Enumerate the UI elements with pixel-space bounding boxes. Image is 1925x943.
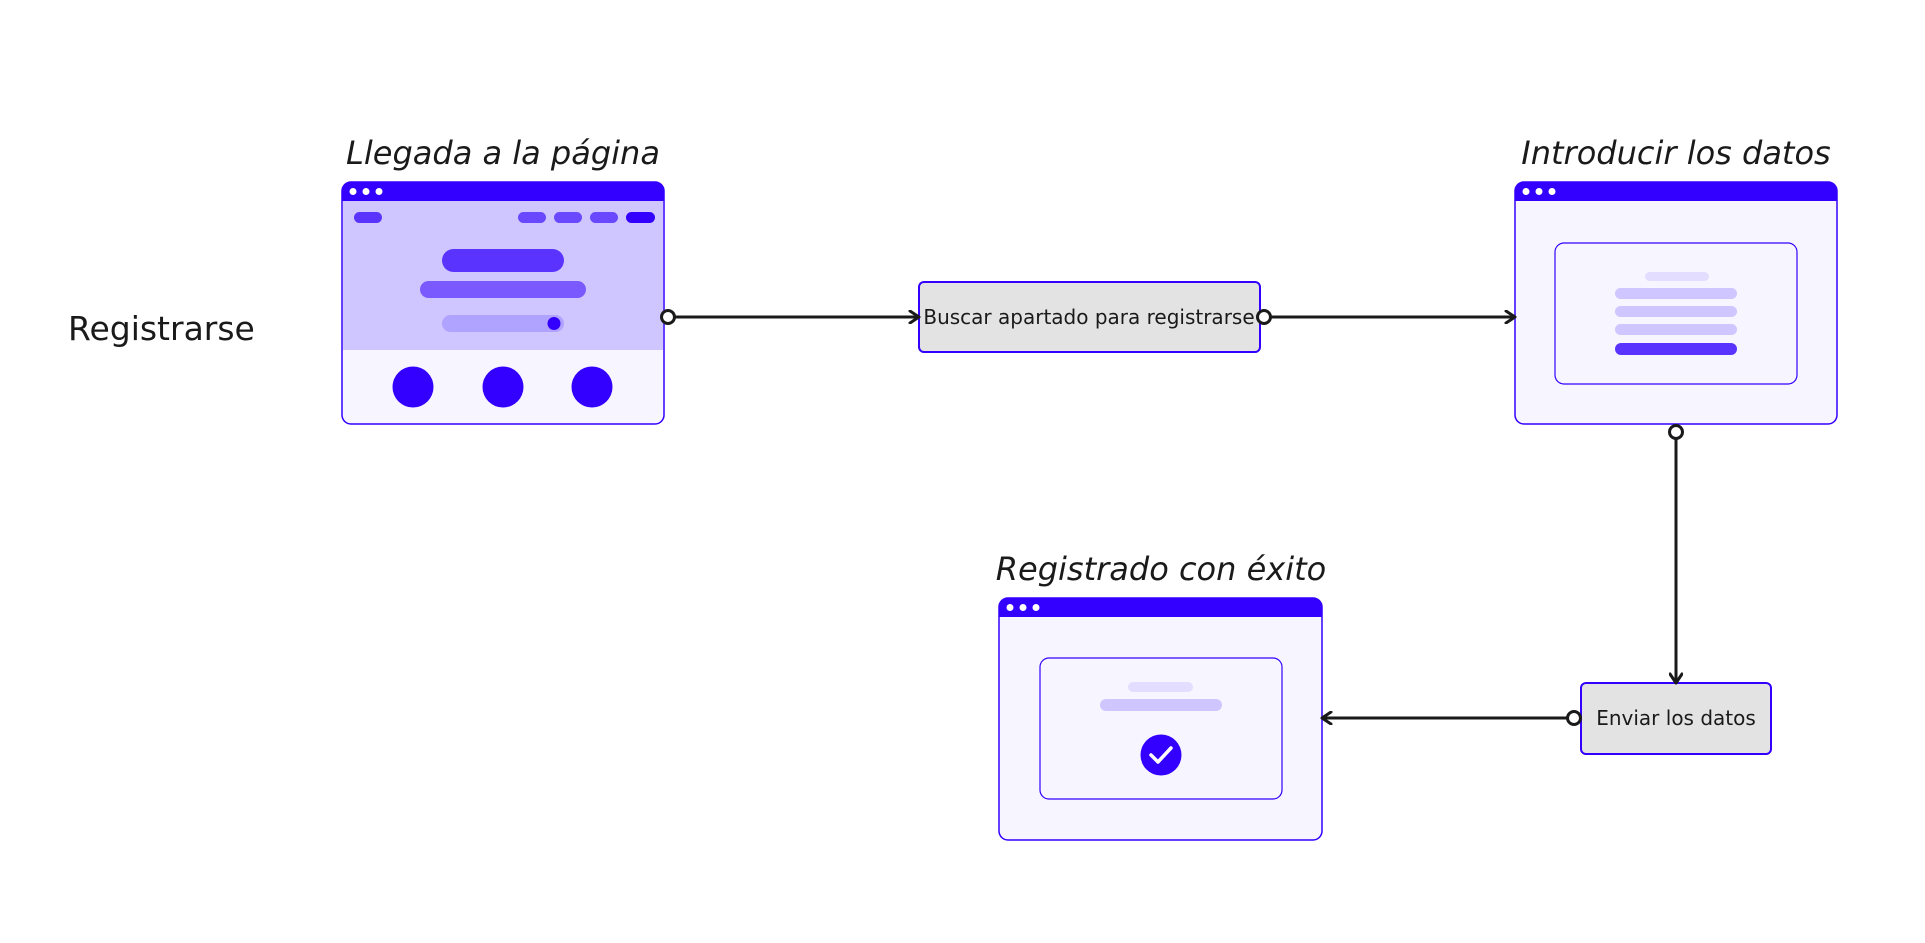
stage-title-input: Introducir los datos xyxy=(1521,134,1830,172)
landing-page-window xyxy=(341,181,665,425)
process-submit-data: Enviar los datos xyxy=(1580,682,1772,755)
data-input-window xyxy=(1514,181,1838,425)
window-titlebar xyxy=(342,182,664,201)
window-titlebar xyxy=(999,598,1322,617)
stage-title-landing: Llegada a la página xyxy=(346,134,660,172)
nav-link-placeholder xyxy=(554,212,582,223)
success-window xyxy=(998,597,1323,841)
nav-link-placeholder xyxy=(590,212,618,223)
confirmation-title-placeholder xyxy=(1128,682,1193,692)
window-titlebar xyxy=(1515,182,1837,201)
connector-start-dot xyxy=(1566,710,1582,726)
nav-logo-placeholder xyxy=(354,212,382,223)
connector-start-dot xyxy=(660,309,676,325)
connector-submit-to-success xyxy=(1322,710,1582,726)
hero-input-placeholder xyxy=(442,315,564,332)
connector-search-to-input xyxy=(1256,309,1516,325)
confirmation-text-placeholder xyxy=(1100,699,1222,711)
connector-start-dot xyxy=(1256,309,1272,325)
form-submit-placeholder xyxy=(1615,343,1737,355)
form-field-placeholder xyxy=(1615,288,1737,299)
confirmation-card xyxy=(1039,657,1283,800)
connector-start-dot xyxy=(1668,424,1684,440)
nav-link-placeholder xyxy=(518,212,546,223)
nav-cta-placeholder xyxy=(626,212,655,223)
form-field-placeholder xyxy=(1615,306,1737,317)
checkmark-icon xyxy=(1140,734,1182,776)
feature-circle xyxy=(392,366,434,408)
hero-input-dot xyxy=(547,317,561,330)
connector-landing-to-search xyxy=(660,309,920,325)
form-title-placeholder xyxy=(1645,272,1709,281)
window-dots-icon xyxy=(349,188,383,195)
form-field-placeholder xyxy=(1615,324,1737,335)
feature-circle xyxy=(571,366,613,408)
stage-title-success: Registrado con éxito xyxy=(996,550,1326,588)
connector-input-to-submit xyxy=(1668,424,1684,684)
feature-circle xyxy=(482,366,524,408)
process-label-submit: Enviar los datos xyxy=(1596,706,1756,730)
window-dots-icon xyxy=(1006,604,1040,611)
process-search-registration: Buscar apartado para registrarse xyxy=(918,281,1261,353)
hero-heading-placeholder xyxy=(442,249,564,272)
window-dots-icon xyxy=(1522,188,1556,195)
hero-subheading-placeholder xyxy=(420,281,586,298)
process-label-search: Buscar apartado para registrarse xyxy=(923,305,1254,329)
row-label: Registrarse xyxy=(68,309,255,348)
